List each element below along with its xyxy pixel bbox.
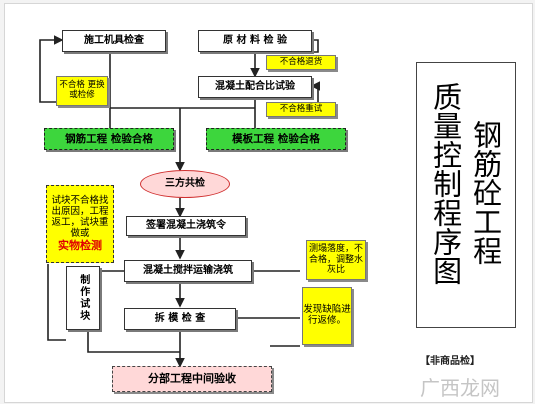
replace-loop <box>39 35 64 103</box>
demold-check-box: 拆 模 检 查 <box>124 308 236 330</box>
sample-fail-text: 试块不合格找出原因，工程返工，试块重做或 <box>51 194 109 239</box>
sample-down <box>87 330 180 353</box>
return-loop <box>300 39 319 53</box>
slump-note-box: 测塌落度，不合格，调整水灰比 <box>306 240 366 280</box>
formwork-label: 模板工程 检验合格 <box>232 132 320 145</box>
title-box <box>416 62 516 328</box>
physical-test-text: 实物检测 <box>58 238 102 252</box>
tripartite-ellipse: 三方共检 <box>140 170 230 198</box>
make-sample-box: 制作试块 <box>66 266 100 330</box>
defect-note-label: 发现缺陷进行返修。 <box>303 304 351 326</box>
pour-order-label: 签署混凝土浇筑令 <box>146 220 226 232</box>
rebar-label: 钢筋工程 检验合格 <box>65 132 153 145</box>
equipment-check-box: 施工机具检查 <box>62 30 166 52</box>
acceptance-box: 分部工程中间验收 <box>112 366 272 392</box>
material-check-box: 原 材 料 检 验 <box>198 30 312 52</box>
replace-repair-box: 不合格 更换或检修 <box>56 76 108 106</box>
acceptance-label: 分部工程中间验收 <box>148 371 236 385</box>
mix-transport-box: 混凝土搅拌运输浇筑 <box>124 260 252 282</box>
tripartite-label: 三方共检 <box>165 178 205 190</box>
mix-test-label: 混凝土配合比试验 <box>215 81 295 93</box>
title-col-1: 钢筋砼工程 <box>468 120 503 265</box>
sample-fail-box: 试块不合格找出原因，工程返工，试块重做或 实物检测 <box>46 185 114 263</box>
reject-return-label: 不合格退货 <box>279 56 323 67</box>
equipment-check-label: 施工机具检查 <box>84 35 144 47</box>
retest-box: 不合格重试 <box>266 102 336 117</box>
title-col-2: 质量控制程序图 <box>428 82 463 285</box>
slump-note-label: 测塌落度，不合格，调整水灰比 <box>308 244 363 276</box>
material-check-label: 原 材 料 检 验 <box>223 35 287 47</box>
watermark: 广西龙网 <box>420 376 500 400</box>
mix-transport-label: 混凝土搅拌运输浇筑 <box>143 265 233 277</box>
rebar-box: 钢筋工程 检验合格 <box>44 128 174 150</box>
footer-label: 【非商品检】 <box>420 356 480 367</box>
retest-label: 不合格重试 <box>279 103 323 114</box>
demold-check-label: 拆 模 检 查 <box>154 313 206 325</box>
make-sample-label: 制作试块 <box>77 274 89 322</box>
mix-test-box: 混凝土配合比试验 <box>198 76 312 98</box>
pour-order-box: 签署混凝土浇筑令 <box>126 216 246 236</box>
left-loop <box>47 264 66 341</box>
reject-return-box: 不合格退货 <box>266 55 336 70</box>
formwork-box: 模板工程 检验合格 <box>206 128 346 150</box>
replace-repair-label: 不合格 更换或检修 <box>59 80 105 100</box>
defect-note-box: 发现缺陷进行返修。 <box>302 287 352 345</box>
